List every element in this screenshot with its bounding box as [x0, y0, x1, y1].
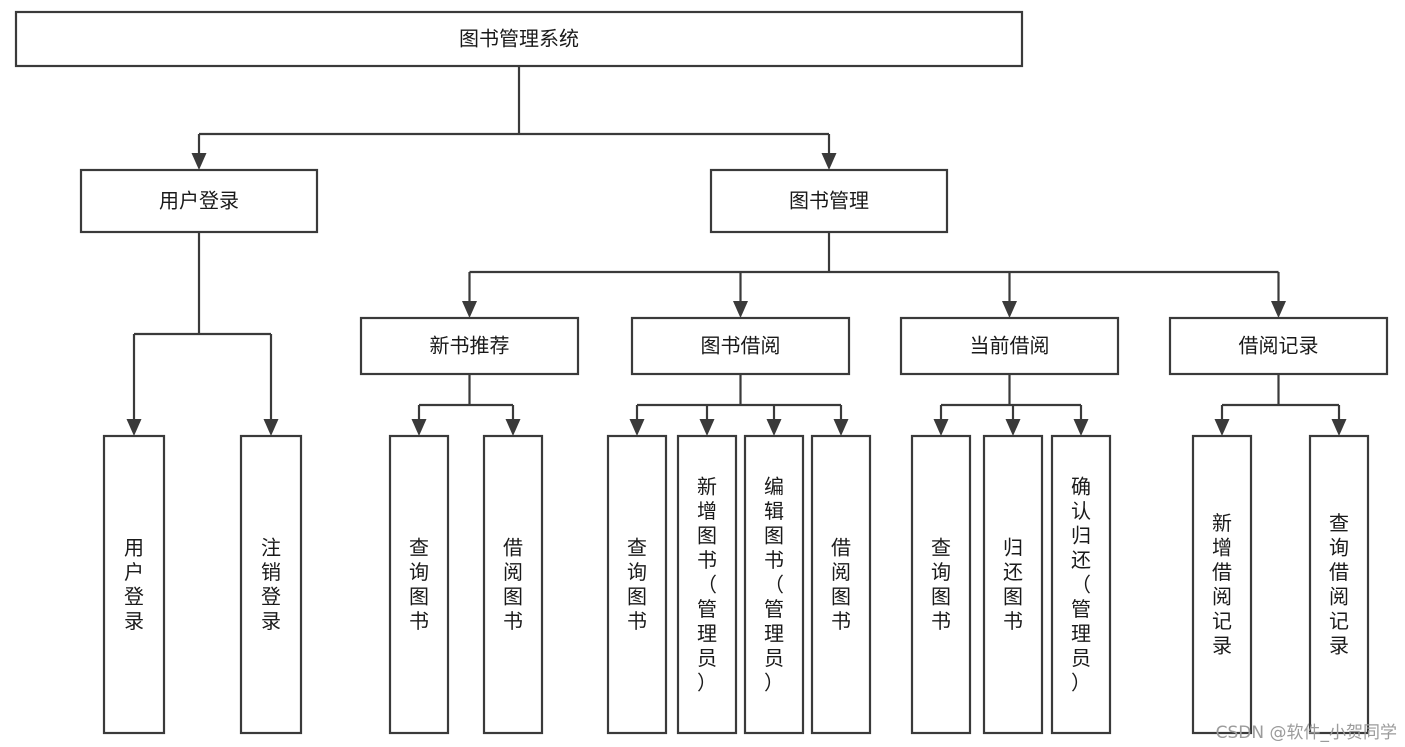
node-box-leaf-query-book-1[interactable]: [388, 434, 450, 735]
node-box-root[interactable]: [14, 10, 1024, 68]
node-label-root: 图书管理系统: [459, 27, 579, 51]
node-box-leaf-add-book[interactable]: [676, 434, 738, 735]
node-label-leaf-user-logout: 注销登录: [261, 536, 281, 634]
node-label-leaf-edit-book: 编辑图书（管理员）: [764, 474, 784, 694]
connector-e-root: [191, 66, 837, 170]
node-label-current-borrow: 当前借阅: [970, 334, 1050, 358]
node-borrow-record[interactable]: 借阅记录: [1168, 316, 1389, 376]
node-book-borrow[interactable]: 图书借阅: [630, 316, 851, 376]
node-box-leaf-user-logout[interactable]: [239, 434, 303, 735]
node-label-leaf-borrow-book-1: 借阅图书: [503, 536, 523, 634]
node-box-book-manage[interactable]: [709, 168, 949, 234]
node-label-leaf-add-book: 新增图书（管理员）: [697, 474, 717, 694]
connector-e-borrow-record: [1214, 374, 1347, 436]
node-leaf-user-login[interactable]: 用户登录: [102, 434, 166, 735]
node-label-leaf-confirm-return: 确认归还（管理员）: [1071, 474, 1091, 694]
node-label-new-book-rec: 新书推荐: [430, 334, 510, 358]
node-leaf-borrow-book-2[interactable]: 借阅图书: [810, 434, 872, 735]
node-label-leaf-query-record: 查询借阅记录: [1329, 511, 1349, 658]
node-label-leaf-user-login: 用户登录: [124, 536, 144, 634]
node-box-leaf-edit-book[interactable]: [743, 434, 805, 735]
connector-e-book-borrow: [629, 374, 849, 436]
node-root[interactable]: 图书管理系统: [14, 10, 1024, 68]
node-new-book-rec[interactable]: 新书推荐: [359, 316, 580, 376]
node-leaf-return-book[interactable]: 归还图书: [982, 434, 1044, 735]
node-label-leaf-add-record: 新增借阅记录: [1212, 511, 1232, 658]
node-box-current-borrow[interactable]: [899, 316, 1120, 376]
node-label-leaf-return-book: 归还图书: [1003, 536, 1023, 634]
node-leaf-confirm-return[interactable]: 确认归还（管理员）: [1050, 434, 1112, 735]
node-label-leaf-query-book-3: 查询图书: [931, 536, 951, 634]
node-box-book-borrow[interactable]: [630, 316, 851, 376]
node-box-leaf-return-book[interactable]: [982, 434, 1044, 735]
node-box-leaf-query-record[interactable]: [1308, 434, 1370, 735]
node-leaf-query-book-1[interactable]: 查询图书: [388, 434, 450, 735]
node-box-leaf-query-book-3[interactable]: [910, 434, 972, 735]
connector-e-new-book-rec: [411, 374, 521, 436]
connector-e-current-borrow: [933, 374, 1089, 436]
node-box-leaf-add-record[interactable]: [1191, 434, 1253, 735]
node-box-leaf-user-login[interactable]: [102, 434, 166, 735]
node-label-borrow-record: 借阅记录: [1239, 334, 1319, 358]
node-leaf-query-book-2[interactable]: 查询图书: [606, 434, 668, 735]
node-label-book-manage: 图书管理: [789, 189, 869, 213]
node-label-leaf-query-book-1: 查询图书: [409, 536, 429, 634]
node-box-leaf-query-book-2[interactable]: [606, 434, 668, 735]
node-leaf-user-logout[interactable]: 注销登录: [239, 434, 303, 735]
node-box-user-login[interactable]: [79, 168, 319, 234]
node-leaf-add-record[interactable]: 新增借阅记录: [1191, 434, 1253, 735]
edges-layer: [126, 66, 1347, 436]
connector-e-user-login: [126, 232, 279, 436]
node-label-book-borrow: 图书借阅: [701, 334, 781, 358]
node-leaf-query-book-3[interactable]: 查询图书: [910, 434, 972, 735]
node-leaf-query-record[interactable]: 查询借阅记录: [1308, 434, 1370, 735]
node-box-leaf-confirm-return[interactable]: [1050, 434, 1112, 735]
connector-e-book-manage: [462, 232, 1286, 318]
node-leaf-add-book[interactable]: 新增图书（管理员）: [676, 434, 738, 735]
node-box-leaf-borrow-book-1[interactable]: [482, 434, 544, 735]
node-box-borrow-record[interactable]: [1168, 316, 1389, 376]
node-box-leaf-borrow-book-2[interactable]: [810, 434, 872, 735]
node-label-leaf-borrow-book-2: 借阅图书: [831, 536, 851, 634]
node-user-login[interactable]: 用户登录: [79, 168, 319, 234]
node-label-user-login: 用户登录: [159, 189, 239, 213]
nodes-layer: 图书管理系统用户登录图书管理新书推荐图书借阅当前借阅借阅记录用户登录注销登录查询…: [14, 10, 1389, 735]
node-book-manage[interactable]: 图书管理: [709, 168, 949, 234]
node-leaf-edit-book[interactable]: 编辑图书（管理员）: [743, 434, 805, 735]
node-label-leaf-query-book-2: 查询图书: [627, 536, 647, 634]
node-leaf-borrow-book-1[interactable]: 借阅图书: [482, 434, 544, 735]
node-current-borrow[interactable]: 当前借阅: [899, 316, 1120, 376]
node-box-new-book-rec[interactable]: [359, 316, 580, 376]
csdn-watermark: CSDN @软件_小贺同学: [1215, 723, 1397, 743]
